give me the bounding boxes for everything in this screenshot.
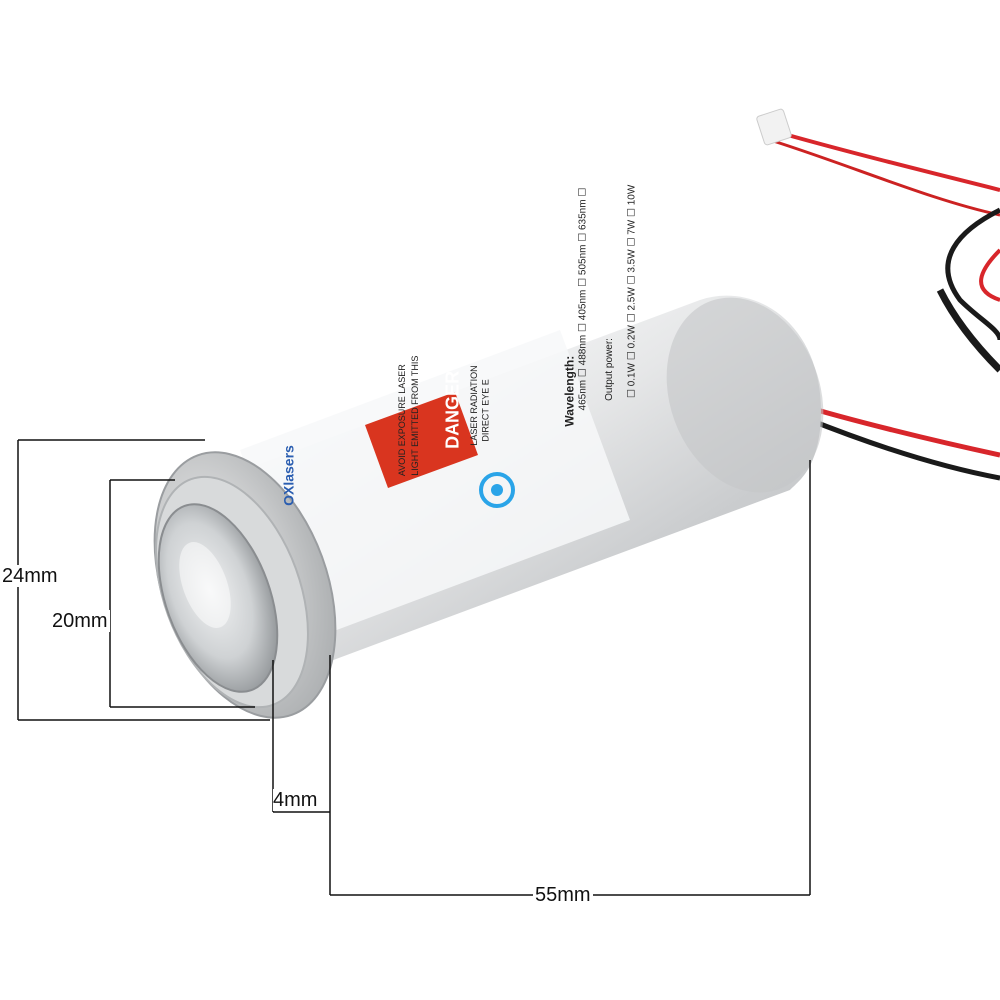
laser-starburst-icon <box>479 472 515 508</box>
lens <box>157 503 279 693</box>
dimension-lens-diameter: 20mm <box>50 610 110 632</box>
danger-band <box>365 392 478 488</box>
wire-bundle <box>756 108 1000 481</box>
body-label <box>240 330 630 640</box>
dimension-body-length: 55mm <box>533 884 593 906</box>
dimension-thread-length: 4mm <box>273 789 318 811</box>
dimension-outer-diameter: 24mm <box>0 565 60 587</box>
